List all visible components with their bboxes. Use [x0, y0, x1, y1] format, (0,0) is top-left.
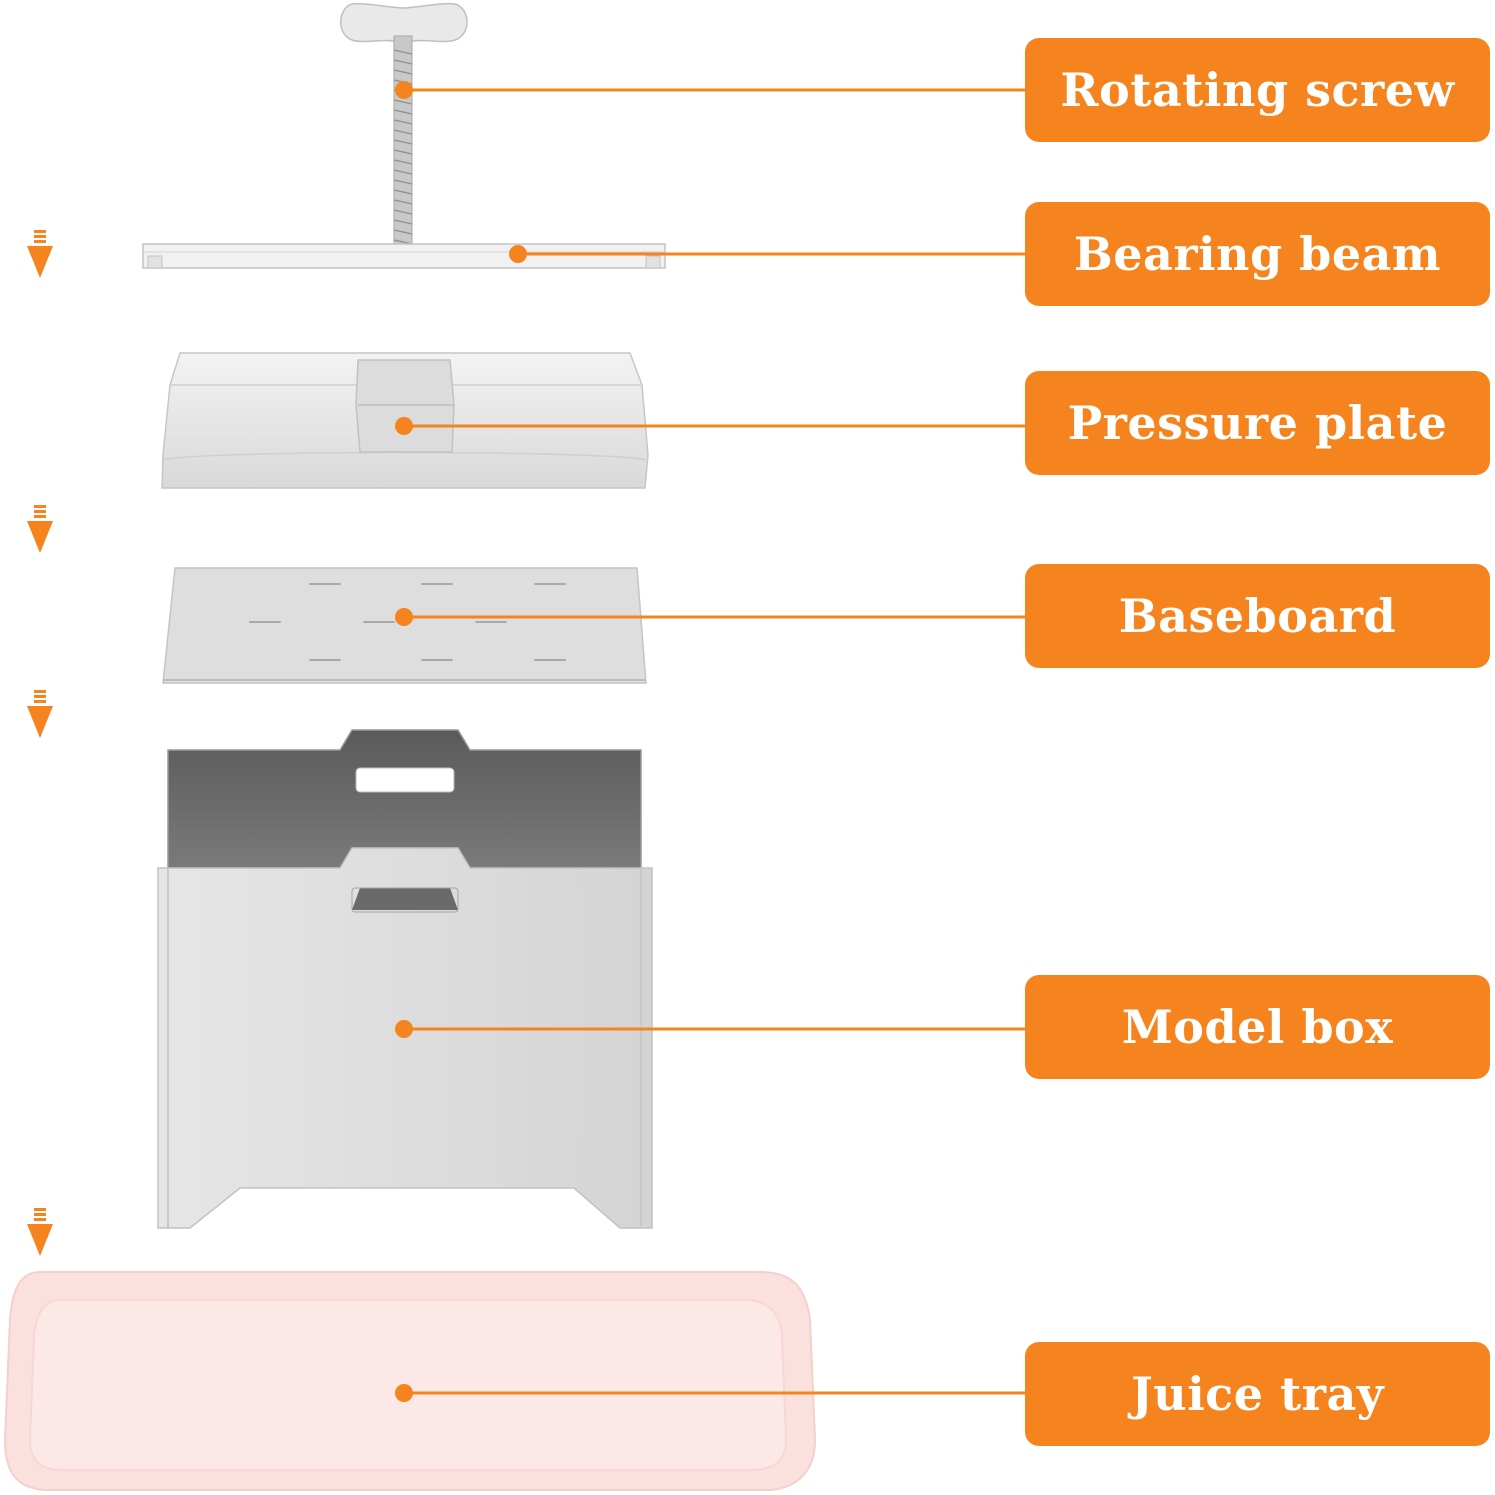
down-arrow-icon [27, 505, 53, 553]
leader-dot-rotating-screw [395, 81, 413, 99]
leader-dot-pressure-plate [395, 417, 413, 435]
label-text: Juice tray [1131, 1367, 1384, 1421]
label-text: Bearing beam [1073, 227, 1442, 281]
down-arrow-icon [27, 690, 53, 738]
label-text: Model box [1121, 1000, 1394, 1054]
label-rotating-screw: Rotating screw [1025, 38, 1490, 142]
label-juice-tray: Juice tray [1025, 1342, 1490, 1446]
leader-dot-model-box [395, 1020, 413, 1038]
bearing-beam-part [142, 243, 666, 269]
label-model-box: Model box [1025, 975, 1490, 1079]
down-arrow-icon [27, 230, 53, 278]
juice-tray-part [3, 1271, 817, 1491]
rotating-screw-part [340, 2, 468, 257]
label-text: Baseboard [1118, 589, 1397, 643]
down-arrow-icon [27, 1208, 53, 1256]
model-box-part [157, 729, 653, 1229]
label-text: Rotating screw [1060, 63, 1455, 117]
leader-dot-bearing-beam [509, 245, 527, 263]
leader-dot-juice-tray [395, 1384, 413, 1402]
label-baseboard: Baseboard [1025, 564, 1490, 668]
label-pressure-plate: Pressure plate [1025, 371, 1490, 475]
leader-dot-baseboard [395, 608, 413, 626]
label-text: Pressure plate [1067, 396, 1448, 450]
label-bearing-beam: Bearing beam [1025, 202, 1490, 306]
